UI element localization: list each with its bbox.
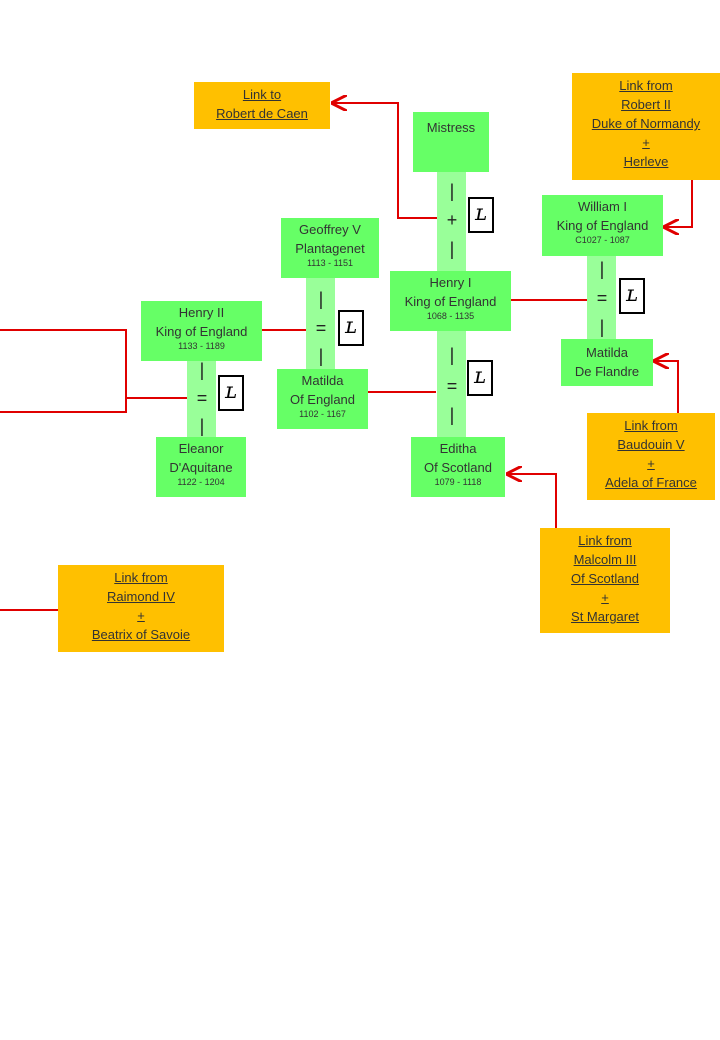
person-henry-i[interactable]: Henry I King of England 1068 - 1135 [390, 271, 511, 331]
union-bar-henry1-mistress [437, 172, 466, 272]
link-raimond-iv[interactable]: Link from Raimond IV + Beatrix of Savoie [58, 565, 224, 652]
link-line: Link to [242, 87, 282, 102]
link-line: Link from [114, 570, 168, 585]
person-name: Eleanor [178, 441, 224, 456]
bar-symbol: | [199, 360, 205, 380]
link-line: + [642, 135, 650, 150]
person-dates: 1133 - 1189 [178, 341, 225, 351]
union-bar-geoffrey-matilda [306, 278, 335, 370]
union-bar-william-matilda [587, 256, 616, 340]
bar-symbol: | [318, 289, 324, 309]
person-henry-ii[interactable]: Henry II King of England 1133 - 1189 [141, 301, 262, 361]
person-title: King of England [155, 324, 248, 339]
person-dates: 1122 - 1204 [177, 477, 225, 487]
person-geoffrey-v[interactable]: Geoffrey V Plantagenet 1113 - 1151 [281, 218, 379, 278]
line-henry2-children [0, 329, 127, 413]
bar-symbol: | [599, 259, 605, 279]
line-to-robert-de-caen [333, 103, 437, 219]
person-name: Henry II [178, 305, 225, 320]
person-title: Of England [289, 392, 356, 407]
link-malcolm-iii[interactable]: Link from Malcolm III Of Scotland + St M… [540, 528, 670, 633]
line-from-robert-ii [665, 180, 693, 227]
link-line: + [137, 608, 145, 623]
bar-symbol: | [199, 416, 205, 436]
person-title: Plantagenet [295, 241, 365, 256]
person-matilda-de-flandre[interactable]: Matilda De Flandre [561, 339, 653, 386]
person-dates: C1027 - 1087 [575, 235, 630, 245]
person-dates: 1079 - 1118 [434, 477, 482, 487]
union-marker-icon[interactable]: ʟ [467, 360, 493, 396]
link-robert-de-caen[interactable]: Link to Robert de Caen [194, 82, 330, 129]
bar-symbol: | [449, 239, 455, 259]
union-bar-henry1-editha [437, 331, 466, 437]
person-name: Geoffrey V [299, 222, 361, 237]
person-dates: 1068 - 1135 [426, 311, 475, 321]
person-william-i[interactable]: William I King of England C1027 - 1087 [542, 195, 663, 256]
person-name: Mistress [426, 120, 476, 135]
person-title: D'Aquitane [169, 460, 233, 475]
link-line: St Margaret [571, 609, 639, 624]
link-line: Raimond IV [107, 589, 175, 604]
link-line: Robert II [621, 97, 671, 112]
bar-symbol: | [449, 181, 455, 201]
link-line: Link from [619, 78, 673, 93]
link-line: Duke of Normandy [591, 116, 701, 131]
person-title: King of England [404, 294, 497, 309]
person-matilda-of-england[interactable]: Matilda Of England 1102 - 1167 [277, 369, 368, 429]
person-eleanor[interactable]: Eleanor D'Aquitane 1122 - 1204 [156, 437, 246, 497]
link-line: Baudouin V [617, 437, 685, 452]
person-name: Editha [439, 441, 477, 456]
bar-symbol: | [318, 346, 324, 366]
union-marker-icon[interactable]: ʟ [338, 310, 364, 346]
link-line: Adela of France [605, 475, 697, 490]
person-name: William I [577, 199, 628, 214]
link-line: Beatrix of Savoie [91, 627, 191, 642]
link-line: Of Scotland [571, 571, 639, 586]
bar-symbol: | [599, 317, 605, 337]
link-line: + [601, 590, 609, 605]
person-dates: 1102 - 1167 [299, 409, 346, 419]
link-line: Link from [624, 418, 678, 433]
bar-symbol: | [449, 405, 455, 425]
person-dates: 1113 - 1151 [306, 258, 354, 268]
link-line: Robert de Caen [216, 106, 308, 121]
person-name: Henry I [429, 275, 472, 290]
person-name: Matilda [586, 345, 628, 360]
partner-symbol: + [446, 210, 458, 230]
person-title: King of England [556, 218, 649, 233]
bar-symbol: | [449, 345, 455, 365]
married-symbol: = [315, 318, 327, 338]
link-line: Malcolm III [573, 552, 637, 567]
line-from-malcolm [508, 474, 557, 528]
link-line: Herleve [623, 154, 669, 169]
union-bar-henry2-eleanor [187, 361, 216, 437]
person-name: Matilda [301, 373, 344, 388]
union-marker-icon[interactable]: ʟ [468, 197, 494, 233]
married-symbol: = [196, 388, 208, 408]
person-mistress[interactable]: Mistress [413, 112, 489, 172]
link-line: Link from [578, 533, 632, 548]
person-editha[interactable]: Editha Of Scotland 1079 - 1118 [411, 437, 505, 497]
link-robert-ii[interactable]: Link from Robert II Duke of Normandy + H… [572, 73, 720, 180]
link-line: + [647, 456, 655, 471]
union-marker-icon[interactable]: ʟ [218, 375, 244, 411]
person-title: Of Scotland [424, 460, 492, 475]
married-symbol: = [596, 288, 608, 308]
person-title: De Flandre [574, 364, 640, 379]
link-baudouin-v[interactable]: Link from Baudouin V + Adela of France [587, 413, 715, 500]
line-from-baudouin [655, 361, 679, 413]
union-marker-icon[interactable]: ʟ [619, 278, 645, 314]
married-symbol: = [446, 376, 458, 396]
